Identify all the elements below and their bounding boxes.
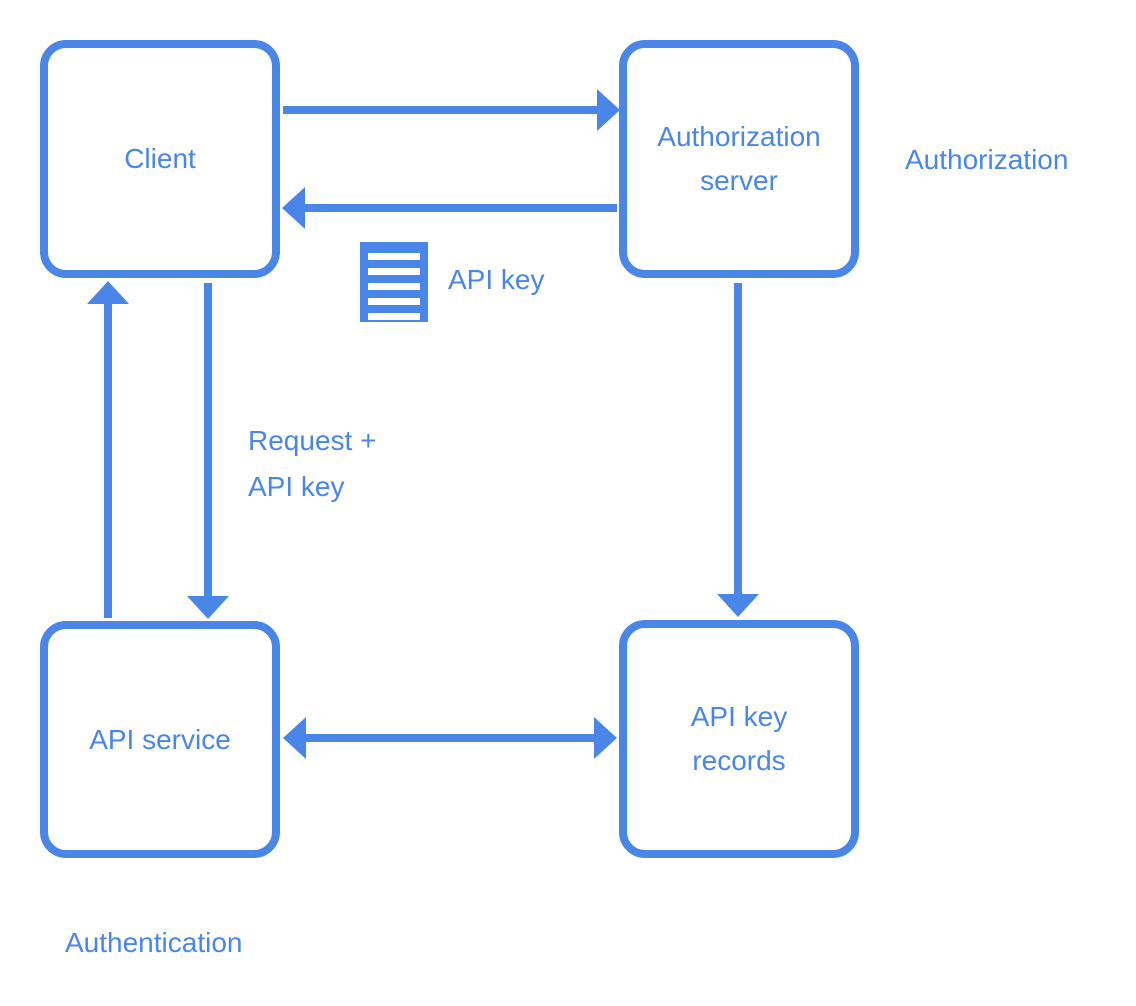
authentication-section-label: Authentication (65, 927, 243, 958)
node-api-service-label: API service (89, 723, 231, 755)
api-key-label: API key (448, 264, 545, 295)
node-authorization-server-label: Authorization server (657, 121, 821, 196)
authorization-section-label: Authorization (905, 144, 1069, 175)
node-api-key-records-label: API key records (690, 701, 788, 776)
node-api-service: API service (40, 621, 280, 858)
arrow-api-service-api-key-records-bidirectional (283, 717, 617, 759)
arrow-client-to-api-service (187, 283, 229, 619)
request-plus-api-key-label: Request + API key (248, 425, 377, 502)
arrow-auth-server-to-client (282, 187, 617, 229)
node-authorization-server: Authorization server (619, 40, 859, 278)
arrow-client-to-auth-server (283, 89, 620, 131)
node-client-label: Client (124, 143, 196, 174)
node-client: Client (40, 40, 280, 278)
api-key-document-icon (360, 242, 428, 322)
arrow-auth-server-to-api-key-records (717, 283, 759, 617)
arrow-api-service-to-client (87, 281, 129, 618)
node-api-key-records: API key records (619, 620, 859, 858)
